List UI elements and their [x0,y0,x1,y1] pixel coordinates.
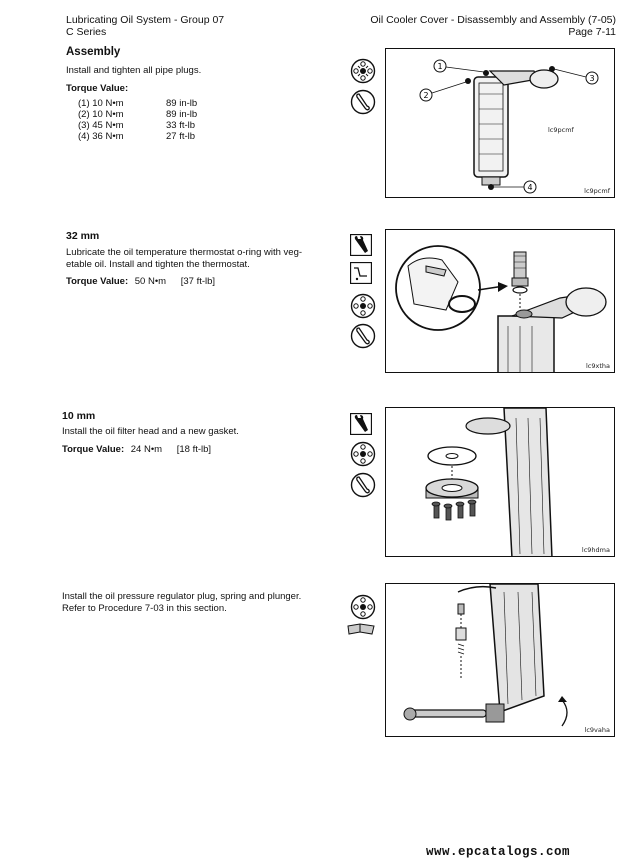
header-right: Oil Cooler Cover - Disassembly and Assem… [370,14,616,38]
figure-code: lc9hdma [581,546,610,554]
torque-wrench-icon [350,89,376,115]
step3-torque-label: Torque Value: [62,444,125,455]
step3-torque-imperial: [18 ft-lb] [176,444,212,455]
step2-torque-metric: 50 N•m [134,276,167,287]
torque-row: (4) 36 N•m 27 ft-lb [78,131,196,142]
step3-instruction: Install the oil filter head and a new ga… [62,426,239,437]
callout-3: 3 [589,74,594,83]
torque-row: (2) 10 N•m 89 in-lb [78,109,198,120]
header-series: C Series [66,26,107,38]
wrench-icon [350,413,372,435]
figure-code-inner: lc9pcmf [548,126,574,134]
wrench-icon [350,234,372,256]
header-procedure-title: Oil Cooler Cover - Disassembly and Assem… [370,14,616,26]
callout-2: 2 [423,91,428,100]
step3-torque-metric: 24 N•m [130,444,163,455]
oil-cooler-cover-illustration: 1 2 3 4 [419,59,599,194]
figure-oil-cooler-pipe-plugs: 1 2 3 4 lc9pcmf lc9pcmf [385,48,615,198]
footer-watermark-url: www.epcatalogs.com [426,845,571,859]
assemble-icon [350,441,376,467]
assemble-icon [350,594,376,620]
figure-code: lc9pcmf [584,187,610,195]
step2-torque-imperial: [37 ft-lb] [180,276,216,287]
header-page-number: Page 7-11 [568,26,616,38]
step1-instruction: Install and tighten all pipe plugs. [66,65,202,76]
step4-instruction: Install the oil pressure regulator plug,… [62,591,302,614]
torque-row: (3) 45 N•m 33 ft-lb [78,120,196,131]
oil-filter-head-illustration [425,408,553,556]
figure-code: lc9xtha [585,362,610,370]
pressure-regulator-illustration [403,584,568,727]
torque-row: (1) 10 N•m 89 in-lb [78,98,198,109]
step2-torque-label: Torque Value: [66,276,129,287]
header-group-title: Lubricating Oil System - Group 07 [66,14,225,26]
assemble-icon [350,293,376,319]
step3-torque: Torque Value: 24 N•m [18 ft-lb] [62,444,211,456]
step2-instruction: Lubricate the oil temperature thermostat… [66,247,303,270]
step2-title: 32 mm [66,230,100,242]
callout-4: 4 [527,183,532,192]
step2-torque: Torque Value: 50 N•m [37 ft-lb] [66,276,215,288]
thermostat-illustration [395,245,607,372]
callout-1: 1 [437,62,442,71]
step1-title: Assembly [66,46,121,58]
assemble-icon [350,58,376,84]
figure-thermostat-installation: lc9xtha [385,229,615,373]
figure-pressure-regulator: lc9vaha [385,583,615,737]
header-left: Lubricating Oil System - Group 07 C Seri… [66,14,224,38]
step3-title: 10 mm [62,410,96,422]
figure-code: lc9vaha [584,726,610,734]
figure-oil-filter-head: lc9hdma [385,407,615,557]
step1-torque-label: Torque Value: [66,83,129,94]
refer-procedure-icon [347,623,375,635]
torque-wrench-icon [350,472,376,498]
step1-torque-table: (1) 10 N•m 89 in-lb (2) 10 N•m 89 in-lb … [78,98,197,142]
lubricate-icon [350,262,372,284]
torque-wrench-icon [350,323,376,349]
